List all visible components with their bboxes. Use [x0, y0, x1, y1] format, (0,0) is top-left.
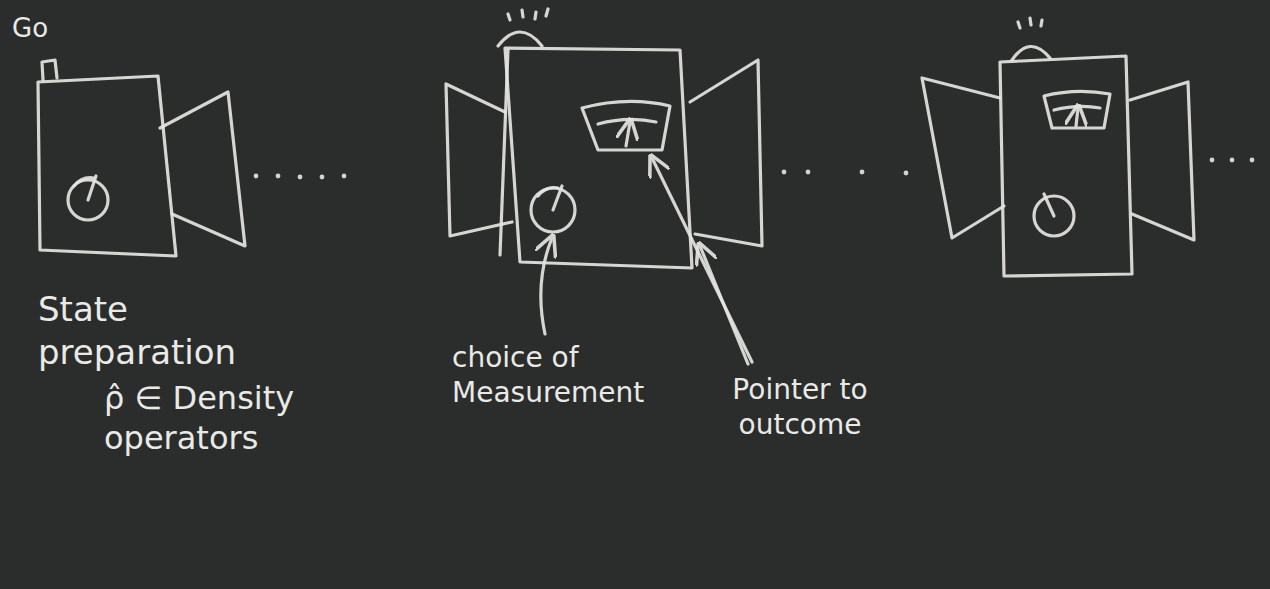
indicator-flash: [508, 9, 548, 20]
preparation-device: [38, 60, 245, 256]
input-cone: [922, 78, 1004, 238]
meter-needle: [626, 122, 630, 146]
part-label: State preparation: [38, 288, 318, 373]
device-body: [38, 76, 176, 256]
output-cone: [690, 60, 762, 246]
indicator-dome: [1012, 46, 1050, 60]
device-body: [1000, 56, 1132, 276]
device-body: [505, 48, 692, 268]
ellipsis-dots: [254, 174, 347, 180]
go-button: [42, 60, 57, 80]
meter-needle: [1076, 108, 1078, 126]
knob-mark: [538, 188, 558, 196]
knob-mark: [74, 178, 94, 186]
emitter-cone: [160, 92, 245, 246]
measurement-device: [446, 9, 762, 268]
input-cone: [446, 84, 512, 236]
measurement-device: [922, 18, 1194, 276]
leader-line: [652, 158, 752, 362]
meter: [582, 101, 670, 150]
leader-line: [541, 238, 552, 334]
formula-label: ρ̂ ∈ Density operators: [104, 378, 354, 458]
callout-label: choice of Measurement: [452, 340, 662, 410]
knob-pointer: [88, 176, 96, 200]
meter: [1044, 91, 1110, 128]
knob-pointer: [553, 186, 562, 210]
callout-label: Pointer to outcome: [725, 372, 875, 442]
button-label: Go: [12, 12, 72, 45]
meter-scale: [598, 119, 656, 124]
ellipsis-dots: [782, 170, 909, 176]
ellipsis-dots: [1210, 158, 1255, 163]
indicator-flash: [1018, 18, 1042, 28]
knob-pointer: [1044, 194, 1054, 216]
output-cone: [1130, 82, 1194, 240]
indicator-dome: [498, 32, 542, 46]
leader-line: [700, 246, 748, 364]
